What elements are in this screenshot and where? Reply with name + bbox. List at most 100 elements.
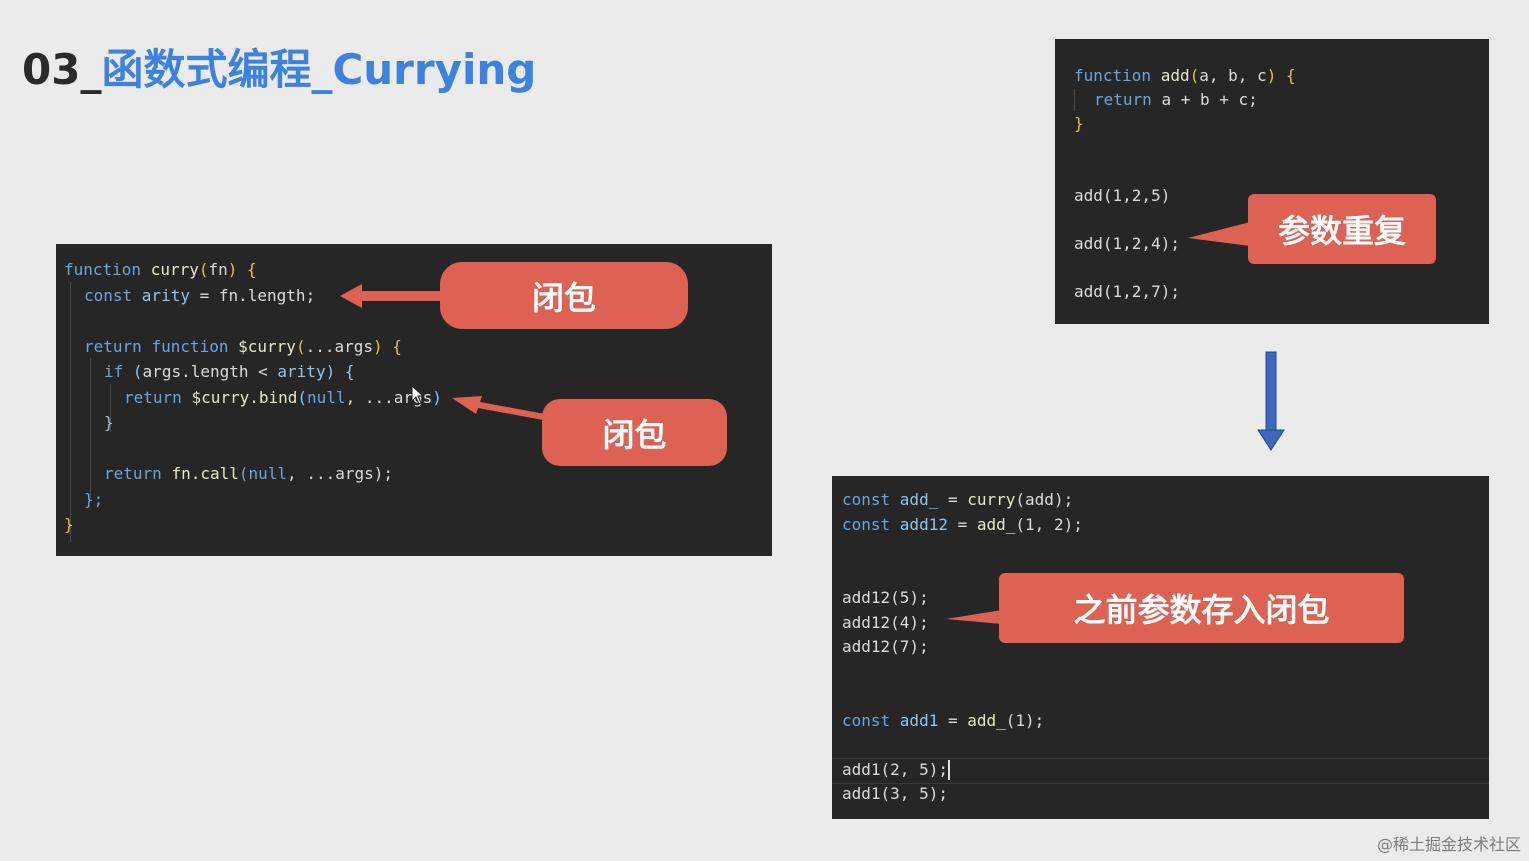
code-token: null	[248, 464, 288, 483]
code-token: return	[104, 464, 172, 483]
code-token: add12(4);	[842, 612, 929, 632]
code-token: add	[1160, 66, 1190, 85]
slide-title-text: 函数式编程_Currying	[101, 45, 537, 94]
callout-pointer	[1188, 222, 1250, 246]
callout-pointer	[946, 610, 1002, 624]
code-line: add12(5);	[842, 588, 929, 608]
code-token: }	[104, 413, 114, 432]
code-token: add1	[899, 710, 939, 730]
code-token: function	[64, 260, 151, 279]
code-token: add_	[967, 710, 1006, 730]
code-token: a, b, c	[1199, 66, 1267, 85]
current-line-highlight	[832, 758, 1489, 784]
code-token: add1(2, 5);	[842, 759, 948, 779]
code-token: (	[132, 362, 143, 381]
code-line: add1(2, 5);	[842, 760, 948, 780]
code-token: ) {	[1266, 66, 1296, 85]
code-token: (1);	[1005, 710, 1045, 730]
code-token: ...args	[305, 336, 374, 356]
code-token: fn.call	[171, 464, 239, 483]
indent-guide	[110, 384, 111, 432]
code-token: ) {	[227, 260, 257, 279]
code-token: $curry	[238, 336, 296, 356]
code-token: add(1,2,5)	[1074, 186, 1171, 205]
code-token: curry	[150, 260, 199, 279]
code-line: add(1,2,5)	[1074, 186, 1170, 206]
code-panel-usage	[832, 476, 1489, 819]
code-token: }	[64, 515, 74, 534]
code-line: const add1 = add_(1);	[842, 711, 1044, 731]
code-line: add12(4);	[842, 613, 929, 633]
code-token: const	[842, 490, 900, 509]
code-token: =	[947, 514, 977, 534]
arrow-left-icon	[452, 396, 545, 420]
code-token: const	[84, 285, 142, 305]
code-token: (	[198, 260, 209, 279]
code-line: }	[64, 515, 74, 535]
code-token: (add);	[1015, 490, 1074, 509]
indent-guide	[90, 358, 91, 498]
code-token: add12(5);	[842, 588, 929, 607]
callout-repeated-params: 参数重复	[1248, 194, 1436, 264]
code-line: add(1,2,7);	[1074, 282, 1180, 302]
code-token: function	[151, 336, 239, 356]
text-cursor	[948, 760, 950, 780]
code-token: add12	[899, 514, 948, 534]
code-token: };	[84, 489, 104, 509]
code-token: add12(7);	[842, 637, 929, 656]
code-line: if (args.length < arity) {	[104, 362, 354, 382]
code-line: add(1,2,4);	[1074, 234, 1180, 254]
code-token: add(1,2,7);	[1074, 282, 1180, 301]
slide-title-number: 03_	[22, 45, 102, 94]
code-line: function add(a, b, c) {	[1074, 66, 1296, 86]
code-line: return fn.call(null, ...args);	[104, 464, 393, 484]
callout-closure-1: 闭包	[440, 262, 688, 329]
code-token: null	[307, 387, 346, 407]
watermark: @稀土掘金技术社区	[1376, 835, 1521, 854]
code-token: const	[842, 710, 900, 730]
code-line: return a + b + c;	[1094, 90, 1258, 110]
code-token: add_	[899, 490, 939, 509]
slide-title: 03_函数式编程_Currying	[22, 40, 536, 100]
code-line: const arity = fn.length;	[84, 286, 315, 306]
code-token: $curry.bind	[191, 387, 298, 407]
code-token: }	[1074, 114, 1084, 133]
code-token: (	[295, 336, 306, 356]
indent-guide	[70, 282, 71, 542]
code-token: args.length <	[142, 362, 278, 381]
code-panel-add	[1055, 39, 1489, 324]
code-token: = fn.length;	[189, 285, 316, 305]
code-token: ) {	[325, 362, 355, 381]
code-token: (1, 2);	[1015, 514, 1083, 534]
code-line: };	[84, 490, 103, 510]
code-token: add(1,2,4);	[1074, 234, 1180, 253]
code-token: (	[238, 464, 249, 483]
code-token: curry	[967, 490, 1016, 509]
code-token: const	[842, 514, 900, 534]
code-token: if	[104, 362, 133, 381]
code-line: add1(3, 5);	[842, 784, 948, 804]
code-line: const add_ = curry(add);	[842, 490, 1073, 510]
code-line: function curry(fn) {	[64, 260, 257, 280]
code-token: return	[1094, 90, 1162, 109]
code-token: (	[1189, 66, 1200, 85]
code-line: const add12 = add_(1, 2);	[842, 515, 1083, 535]
code-line: add12(7);	[842, 637, 929, 657]
code-token: arity	[277, 362, 326, 381]
indent-guide	[1074, 89, 1075, 111]
code-token: (	[297, 387, 308, 407]
code-token: =	[938, 710, 968, 730]
code-token: , ...args);	[287, 464, 394, 483]
mouse-cursor-icon	[411, 384, 425, 405]
arrow-left-icon	[340, 284, 442, 308]
code-token: return	[124, 387, 192, 407]
callout-closure-2: 闭包	[542, 399, 727, 466]
code-token: )	[432, 387, 442, 407]
code-token: a + b + c;	[1161, 90, 1258, 109]
code-line: return function $curry(...args) {	[84, 337, 402, 357]
code-token: return	[84, 336, 152, 356]
code-token: fn	[208, 260, 228, 279]
code-token: add1(3, 5);	[842, 784, 948, 803]
callout-store-in-closure: 之前参数存入闭包	[999, 573, 1404, 643]
